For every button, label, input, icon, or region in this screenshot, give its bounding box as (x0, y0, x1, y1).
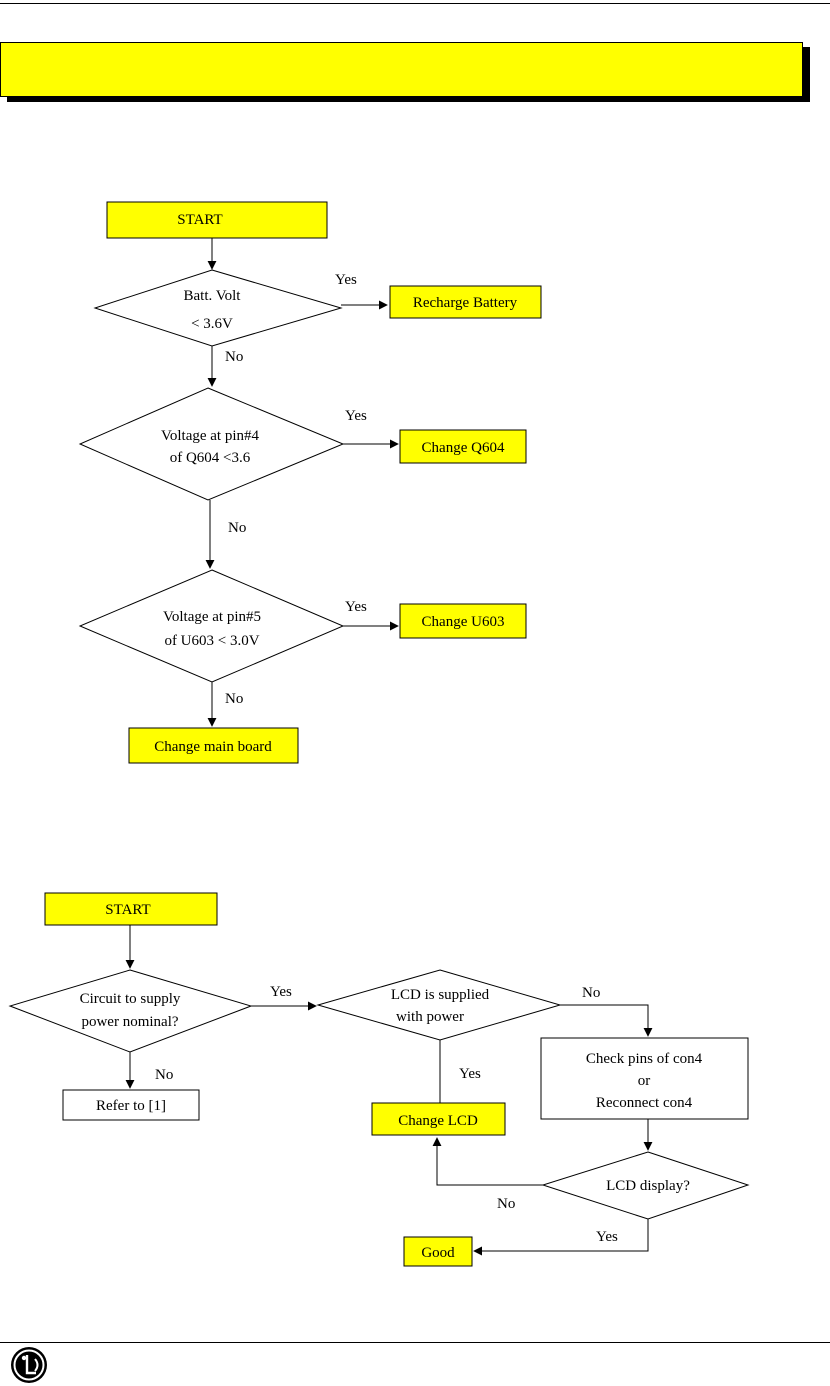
fc1-decision2-line1: Voltage at pin#4 (161, 428, 260, 444)
fc1-action1-label: Recharge Battery (413, 295, 518, 311)
fc1-no-label-2: No (228, 520, 246, 536)
fc2-check-pins-box: Check pins of con4 or Reconnect con4 (540, 1037, 749, 1120)
fc2-check-line1: Check pins of con4 (586, 1051, 703, 1067)
fc2-refer-label: Refer to [1] (96, 1098, 166, 1114)
fc2-decision3-label: LCD display? (606, 1178, 690, 1194)
fc1-decision3-line2: of U603 < 3.0V (164, 633, 259, 649)
fc1-decision1-line1: Batt. Volt (184, 288, 242, 304)
fc2-decision2-line1: LCD is supplied (391, 987, 490, 1003)
fc2-no-label-2: No (582, 985, 600, 1001)
bottom-rule (0, 1342, 830, 1343)
fc2-start-label: START (105, 902, 150, 918)
fc2-check-line2: or (638, 1073, 651, 1089)
fc2-decision2-line2: with power (396, 1009, 464, 1025)
fc1-end-label: Change main board (154, 739, 272, 755)
fc2-refer-box: Refer to [1] (62, 1089, 200, 1121)
fc1-start-label: START (177, 212, 222, 228)
fc2-yes-label-1: Yes (270, 984, 292, 1000)
fc2-decision-lcd-display: LCD display? (541, 1151, 750, 1220)
fc1-no-label-1: No (225, 349, 243, 365)
fc2-yes-label-2: Yes (459, 1066, 481, 1082)
section-banner (0, 42, 803, 97)
fc1-yes-label-1: Yes (335, 272, 357, 288)
fc2-decision1-line1: Circuit to supply (80, 991, 181, 1007)
fc2-good-label: Good (421, 1245, 455, 1261)
fc1-yes-label-2: Yes (345, 408, 367, 424)
fc1-action3-label: Change U603 (422, 614, 505, 630)
fc1-recharge-battery-box: Recharge Battery (389, 285, 542, 319)
fc2-start-box: START (44, 892, 218, 926)
fc1-change-u603-box: Change U603 (399, 603, 527, 639)
fc1-change-q604-box: Change Q604 (399, 429, 527, 464)
lg-logo-icon (11, 1347, 47, 1383)
fc1-decision2-line2: of Q604 <3.6 (170, 450, 251, 466)
flowchart-2: START Circuit to supply power nominal? Y… (8, 892, 750, 1267)
fc2-good-box: Good (403, 1236, 473, 1267)
fc2-decision-lcd-supplied: LCD is supplied with power (316, 969, 562, 1041)
fc1-change-main-board-box: Change main board (128, 727, 299, 764)
top-rule (0, 3, 830, 4)
fc1-yes-label-3: Yes (345, 599, 367, 615)
fc2-change-lcd-label: Change LCD (398, 1113, 478, 1129)
fc1-decision3-line1: Voltage at pin#5 (163, 609, 261, 625)
fc1-decision-q604: Voltage at pin#4 of Q604 <3.6 (78, 387, 345, 501)
fc2-check-line3: Reconnect con4 (596, 1095, 693, 1111)
fc2-decision-circuit: Circuit to supply power nominal? (8, 969, 253, 1053)
fc1-decision-battery: Batt. Volt < 3.6V (93, 269, 343, 347)
fc2-no-label-1: No (155, 1067, 173, 1083)
fc1-action2-label: Change Q604 (422, 440, 505, 456)
fc1-decision1-line2: < 3.6V (191, 316, 233, 332)
fc1-start-box: START (106, 201, 328, 239)
fc2-change-lcd-box: Change LCD (371, 1102, 506, 1136)
fc1-no-label-3: No (225, 691, 243, 707)
flowchart-1: START Batt. Volt < 3.6V Yes Recharge Bat… (78, 201, 542, 764)
fc2-no-label-3: No (497, 1196, 515, 1212)
fc2-yes-label-3: Yes (596, 1229, 618, 1245)
fc2-decision1-line2: power nominal? (81, 1014, 178, 1030)
fc1-decision-u603: Voltage at pin#5 of U603 < 3.0V (78, 569, 345, 683)
